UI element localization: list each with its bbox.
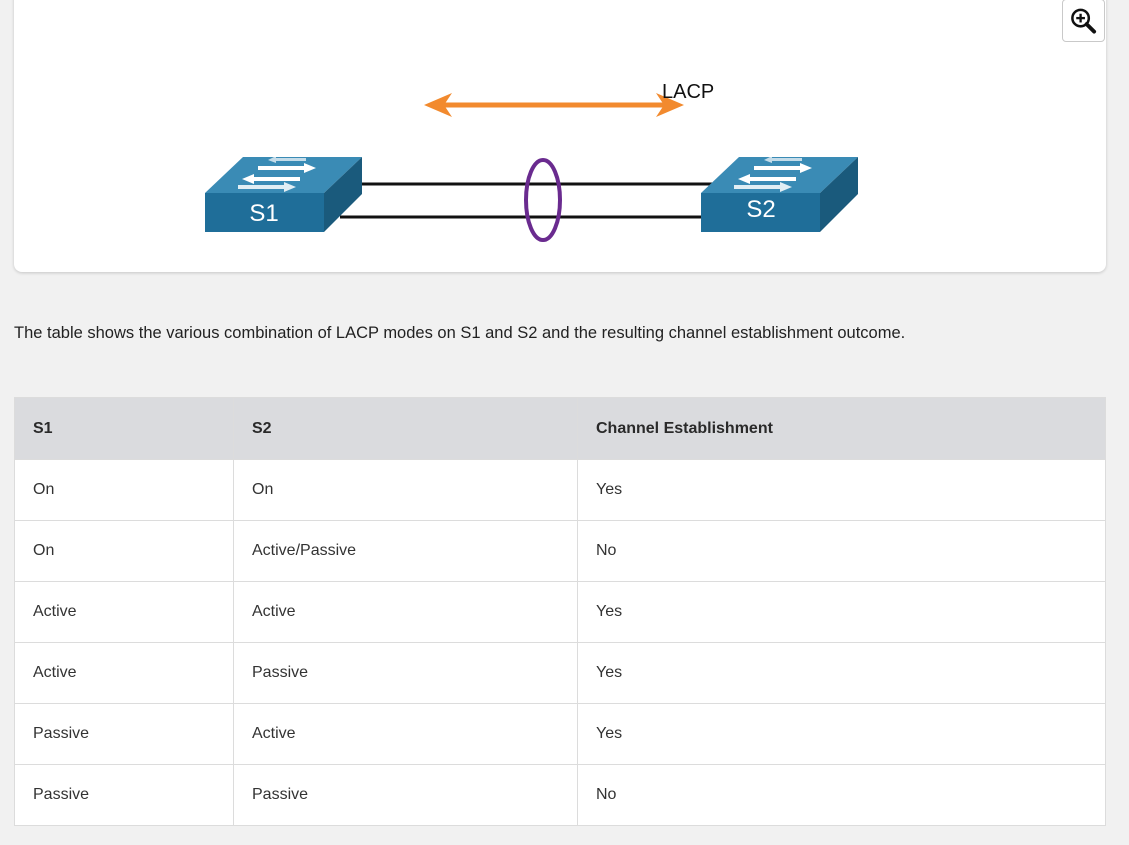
table-row: Active Active Yes xyxy=(14,581,1106,643)
table-row: On Active/Passive No xyxy=(14,520,1106,582)
switch-s1-label: S1 xyxy=(249,200,278,227)
cell-s2: Passive xyxy=(233,642,578,704)
lacp-label: LACP xyxy=(662,81,714,103)
cell-outcome: Yes xyxy=(577,703,1106,765)
table-row: Active Passive Yes xyxy=(14,642,1106,704)
table-header-row: S1 S2 Channel Establishment xyxy=(14,397,1106,460)
cell-outcome: No xyxy=(577,520,1106,582)
header-s2: S2 xyxy=(233,397,578,460)
cell-s2: Active xyxy=(233,703,578,765)
header-channel-establishment: Channel Establishment xyxy=(577,397,1106,460)
lacp-arrow xyxy=(424,93,684,117)
etherchannel-links xyxy=(340,182,724,219)
table-row: Passive Active Yes xyxy=(14,703,1106,765)
cell-outcome: Yes xyxy=(577,459,1106,521)
switch-s2-label: S2 xyxy=(746,196,775,223)
cell-s1: Active xyxy=(14,642,234,704)
cell-outcome: Yes xyxy=(577,642,1106,704)
cell-s1: Passive xyxy=(14,764,234,826)
switch-s2[interactable]: S2 xyxy=(701,156,858,232)
lacp-modes-table: S1 S2 Channel Establishment On On Yes On… xyxy=(14,397,1106,826)
lacp-diagram: LACP S1 S2 xyxy=(205,81,858,242)
header-s1: S1 xyxy=(14,397,234,460)
bundle-ring xyxy=(524,158,562,242)
cell-s2: Passive xyxy=(233,764,578,826)
cell-s2: Active xyxy=(233,581,578,643)
cell-outcome: Yes xyxy=(577,581,1106,643)
cell-s1: On xyxy=(14,520,234,582)
table-row: On On Yes xyxy=(14,459,1106,521)
cell-s2: Active/Passive xyxy=(233,520,578,582)
zoom-button[interactable] xyxy=(1062,0,1105,42)
table-row: Passive Passive No xyxy=(14,764,1106,826)
cell-s1: Passive xyxy=(14,703,234,765)
cell-s1: Active xyxy=(14,581,234,643)
cell-s2: On xyxy=(233,459,578,521)
zoom-in-icon xyxy=(1071,8,1097,34)
cell-outcome: No xyxy=(577,764,1106,826)
cell-s1: On xyxy=(14,459,234,521)
figure-card xyxy=(14,0,1106,272)
switch-s1[interactable]: S1 xyxy=(205,156,362,232)
table-caption: The table shows the various combination … xyxy=(14,324,906,342)
